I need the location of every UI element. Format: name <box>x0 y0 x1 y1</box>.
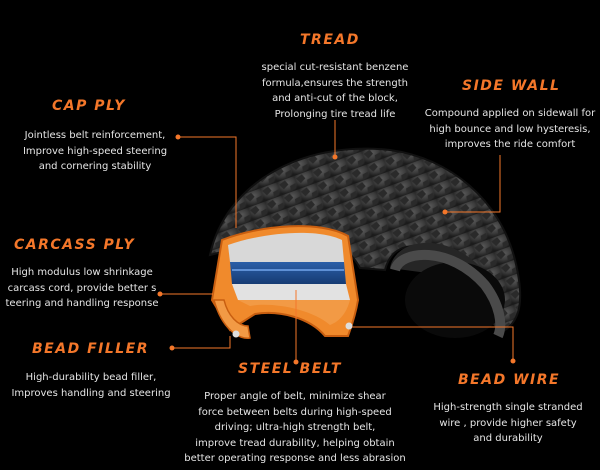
carcass-ply-description: High modulus low shrinkage carcass cord,… <box>4 265 160 312</box>
side-wall-title: SIDE WALL <box>462 78 561 94</box>
tread-line: special cut-resistant benzene <box>261 62 409 73</box>
carcass-ply-title: CARCASS PLY <box>14 237 136 253</box>
bead-filler-line: Improves handling and steering <box>11 387 171 399</box>
steel-belt-title: STEEL BELT <box>238 361 342 377</box>
tread-description: special cut-resistant benzene formula,en… <box>240 60 430 122</box>
steel-belt-line: force between belts during high-speed <box>198 406 392 418</box>
side-wall-line: Compound applied on sidewall for <box>424 108 596 119</box>
callout-dots <box>157 134 516 365</box>
side-wall-description: Compound applied on sidewall for high bo… <box>424 106 596 153</box>
cap-ply-line: Jointless belt reinforcement, <box>24 130 166 141</box>
steel-belt-description: Proper angle of belt, minimize shear for… <box>182 389 408 467</box>
steel-belt-line: Proper angle of belt, minimize shear <box>204 391 386 402</box>
bead-filler-line: High-durability bead filler, <box>25 372 157 383</box>
bead-wire-line: High-strength single stranded <box>433 402 583 413</box>
tire-shape <box>208 147 522 339</box>
bead-wire-description: High-strength single stranded wire , pro… <box>428 400 588 447</box>
cap-ply-title: CAP PLY <box>52 98 126 114</box>
tire-cross-section <box>210 225 360 339</box>
tread-title: TREAD <box>300 32 360 48</box>
tread-line: Prolonging tire tread life <box>274 108 396 120</box>
bead-wire-line: and durability <box>473 433 543 444</box>
carcass-ply-line: High modulus low shrinkage <box>11 267 153 278</box>
tread-line: formula,ensures the strength <box>262 77 408 89</box>
cap-ply-line: and cornering stability <box>38 161 152 172</box>
steel-belt-line: better operating response and less abras… <box>184 453 406 464</box>
callout-leaders <box>160 120 514 362</box>
side-wall-line: high bounce and low hysteresis, <box>429 123 591 135</box>
steel-belt-line: improve tread durability, helping obtain <box>195 437 395 449</box>
carcass-ply-line: carcass cord, provide better s <box>7 282 157 294</box>
carcass-ply-line: teering and handling response <box>5 298 159 309</box>
cap-ply-description: Jointless belt reinforcement, Improve hi… <box>14 128 176 175</box>
bead-filler-title: BEAD FILLER <box>32 341 150 357</box>
bead-wire-title: BEAD WIRE <box>458 372 561 388</box>
cap-ply-line: Improve high-speed steering <box>22 145 168 157</box>
side-wall-line: improves the ride comfort <box>444 139 576 150</box>
steel-belt-line: driving; ultra-high strength belt, <box>214 422 376 433</box>
bead-wire-line: wire , provide higher safety <box>439 417 577 429</box>
bead-filler-description: High-durability bead filler, Improves ha… <box>10 370 172 401</box>
tread-line: and anti-cut of the block, <box>272 93 398 104</box>
